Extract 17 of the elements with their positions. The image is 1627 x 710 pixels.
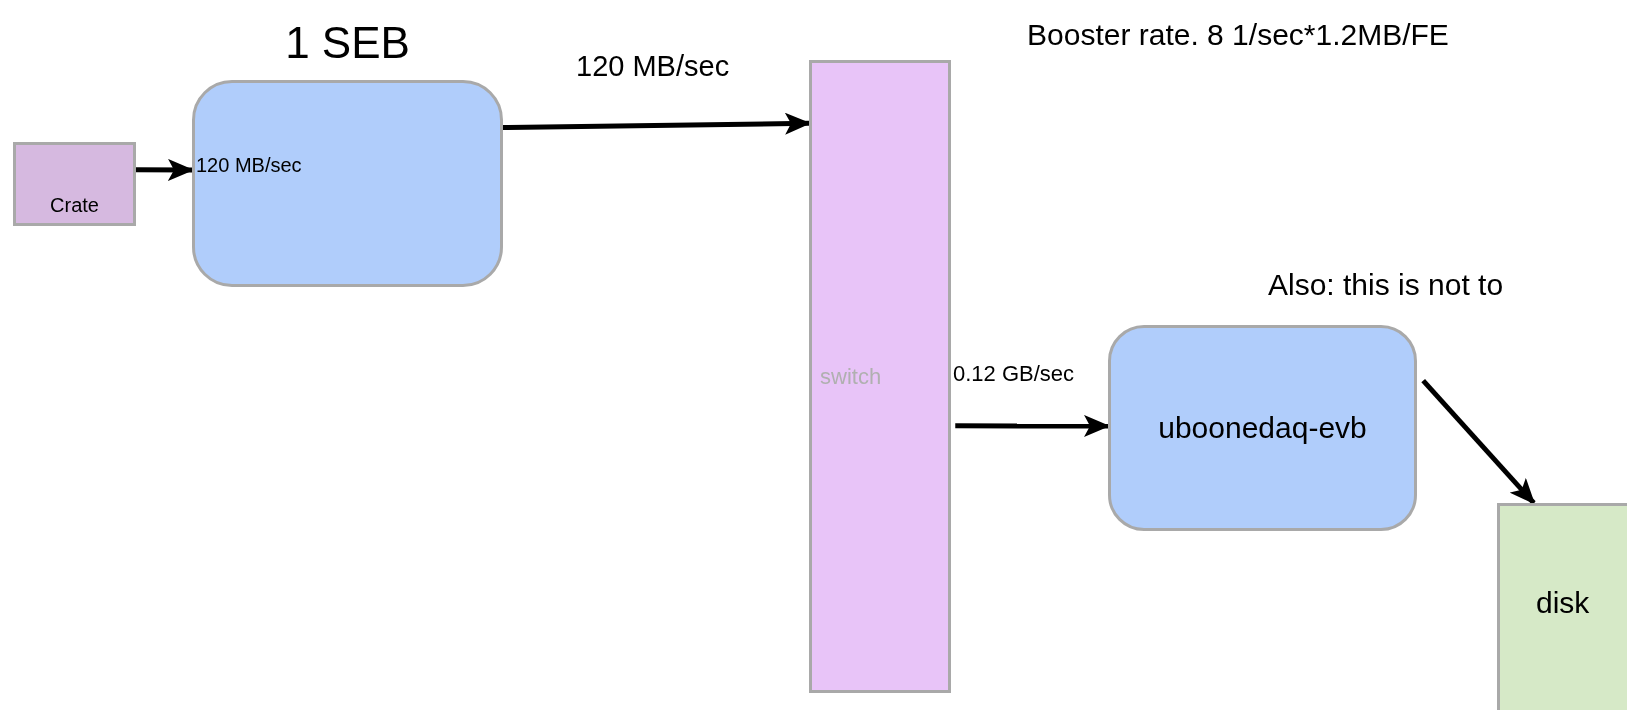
edge-label: 120 MB/sec <box>576 52 730 81</box>
node-label: Crate <box>50 195 99 215</box>
note-text: Booster rate. 8 1/sec*1.2MB/FE <box>1027 20 1449 50</box>
arrow <box>955 414 1110 437</box>
node-label: disk <box>1536 586 1590 619</box>
process-box <box>1108 325 1417 531</box>
edge-label: 120 MB/sec <box>196 155 302 175</box>
note-text: Also: this is not to <box>1268 270 1504 300</box>
arrow <box>1421 378 1536 505</box>
arrow <box>502 112 811 135</box>
node-label: uboonedaq-evb <box>1158 413 1367 443</box>
crate-box <box>13 142 136 226</box>
box-title: 1 SEB <box>284 21 411 65</box>
node-label: switch <box>820 365 882 388</box>
switch-bar <box>809 60 951 693</box>
edge-label: 0.12 GB/sec <box>953 363 1075 385</box>
arrow <box>136 158 194 181</box>
